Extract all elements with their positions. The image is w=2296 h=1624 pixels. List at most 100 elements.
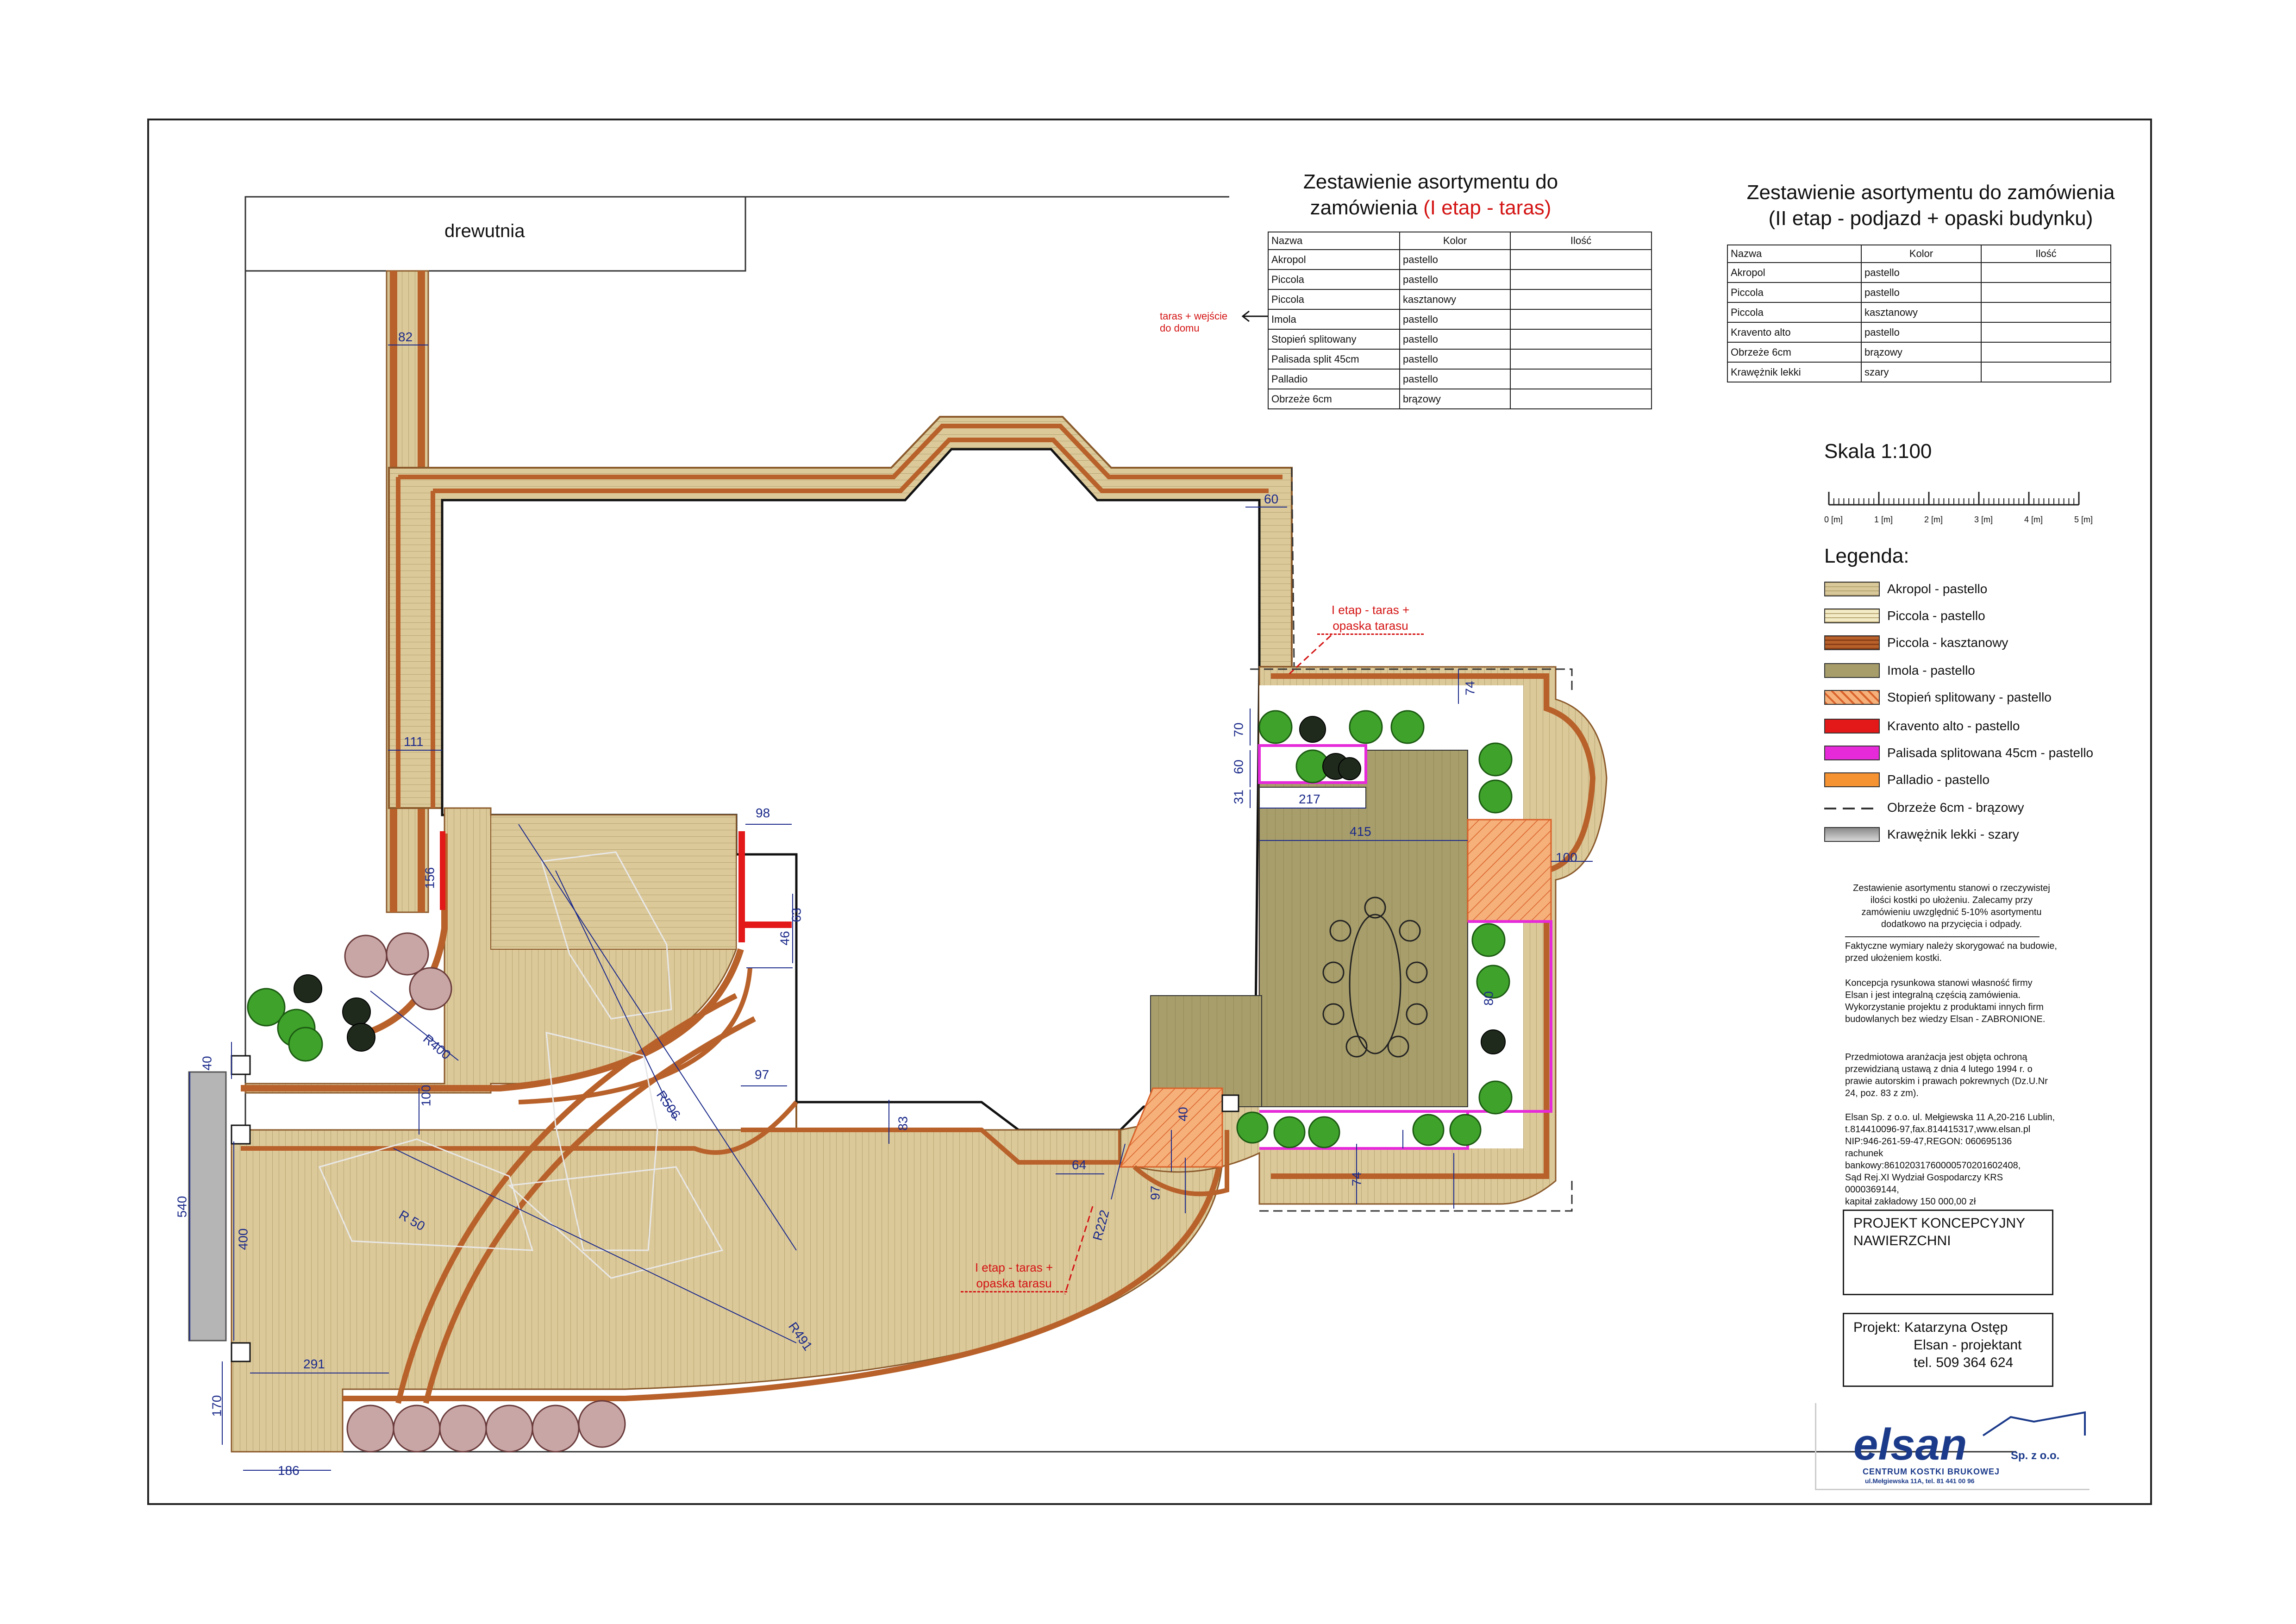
legend-label: Piccola - kasztanowy (1887, 635, 2008, 650)
cell-quantity (1981, 322, 2111, 343)
cell-color: kasztanowy (1861, 302, 1982, 323)
cell-color: brązowy (1399, 389, 1511, 409)
note-copyright: Koncepcja rysunkowa stanowi własność fir… (1845, 978, 2046, 1024)
legend-item: Obrzeże 6cm - brązowy (1824, 798, 2148, 817)
cell-color: brązowy (1861, 342, 1982, 363)
imola-terrace (1259, 750, 1468, 1107)
dimension-lines (189, 345, 1593, 1471)
cell-quantity (1981, 262, 2111, 283)
legend-label: Stopień splitowany - pastello (1887, 690, 2052, 704)
header-color: Kolor (1861, 245, 1982, 263)
split-steps (1467, 819, 1552, 922)
legend-swatch (1824, 690, 1880, 705)
cell-quantity (1510, 309, 1652, 330)
legend-label: Krawężnik lekki - szary (1887, 827, 2019, 841)
cell-quantity (1510, 329, 1652, 350)
cell-name: Palladio (1268, 369, 1400, 389)
shrubs (247, 710, 1513, 1453)
order1-title: Zestawienie asortymentu do zamówienia (I… (1303, 170, 1558, 219)
cell-quantity (1981, 282, 2111, 303)
legend-swatch (1824, 719, 1880, 734)
callout-stage1-bottom-leader (1064, 1206, 1094, 1295)
cell-name: Piccola (1727, 282, 1862, 303)
cell-name: Piccola (1268, 289, 1400, 310)
cell-color: pastello (1399, 369, 1511, 389)
legend-item: Imola - pastello (1824, 661, 2148, 680)
cell-color: pastello (1399, 349, 1511, 370)
legend-swatch (1824, 746, 1880, 760)
cell-name: Akropol (1268, 249, 1400, 270)
note-legal: Przedmiotowa aranżacja jest objęta ochro… (1845, 1052, 2048, 1098)
legend-item: Palisada splitowana 45cm - pastello (1824, 744, 2148, 762)
scale-title: Skala 1:100 (1824, 440, 1932, 463)
header-color: Kolor (1399, 232, 1511, 250)
woodshed-label: drewutnia (444, 221, 525, 241)
scale-bar (1828, 492, 2080, 506)
cell-quantity (1510, 389, 1652, 409)
cell-color: kasztanowy (1399, 289, 1511, 310)
project-box: PROJEKT KONCEPCYJNY NAWIERZCHNI (1843, 1210, 2053, 1295)
legend-label: Piccola - pastello (1887, 608, 1985, 623)
callout-stage1-top: I etap - taras + opaska tarasu (1317, 602, 1424, 635)
legend-label: Palladio - pastello (1887, 772, 1990, 787)
cell-color: pastello (1399, 249, 1511, 270)
callout-stage1-top-leader (1289, 634, 1332, 675)
cell-name: Obrzeże 6cm (1268, 389, 1400, 409)
callout-stage1-bottom: I etap - taras + opaska tarasu (961, 1260, 1067, 1292)
legend-label: Palisada splitowana 45cm - pastello (1887, 746, 2094, 760)
cell-quantity (1981, 342, 2111, 363)
grey-curb (188, 1071, 227, 1342)
legend-title: Legenda: (1824, 545, 1909, 567)
cell-name: Obrzeże 6cm (1727, 342, 1862, 363)
cell-name: Palisada split 45cm (1268, 349, 1400, 370)
header-quantity: Ilość (1981, 245, 2111, 263)
cell-name: Akropol (1727, 262, 1862, 283)
cell-color: pastello (1399, 329, 1511, 350)
cell-name: Imola (1268, 309, 1400, 330)
drawing-frame (147, 119, 2152, 1505)
logo-house-icon (1982, 1411, 2086, 1436)
header-quantity: Ilość (1510, 232, 1652, 250)
note-divider (1845, 936, 2039, 937)
cell-color: szary (1861, 362, 1982, 382)
cell-color: pastello (1399, 269, 1511, 290)
legend-swatch (1824, 772, 1880, 787)
garden-furniture (1322, 897, 1428, 1058)
cell-name: Kravento alto (1727, 322, 1862, 343)
legend-item: Palladio - pastello (1824, 771, 2148, 789)
header-name: Nazwa (1727, 245, 1862, 263)
cell-name: Piccola (1727, 302, 1862, 323)
note-company: Elsan Sp. z o.o. ul. Mełgiewska 11 A,20-… (1845, 1112, 2055, 1207)
arrow-left-icon (1241, 310, 1268, 322)
legend-item: Piccola - kasztanowy (1824, 633, 2148, 652)
scale-labels: 0 [m] 1 [m] 2 [m] 3 [m] 4 [m] 5 [m] (1824, 515, 2093, 524)
author-box: Projekt: Katarzyna Ostęp Elsan - projekt… (1843, 1313, 2053, 1387)
cell-quantity (1510, 289, 1652, 310)
legend-swatch (1824, 608, 1880, 623)
legend-swatch (1824, 808, 1880, 809)
cell-name: Krawężnik lekki (1727, 362, 1862, 382)
legend-swatch (1824, 663, 1880, 678)
cell-name: Piccola (1268, 269, 1400, 290)
cell-color: pastello (1861, 262, 1982, 283)
cell-quantity (1981, 362, 2111, 382)
legend-item: Piccola - pastello (1824, 607, 2148, 625)
order2-title: Zestawienie asortymentu do zamówienia (I… (1746, 181, 2115, 230)
cell-name: Stopień splitowany (1268, 329, 1400, 350)
order1-side-note: taras + wejście do domu (1160, 310, 1228, 334)
note-dimensions: Faktyczne wymiary należy skorygować na b… (1845, 941, 2057, 963)
